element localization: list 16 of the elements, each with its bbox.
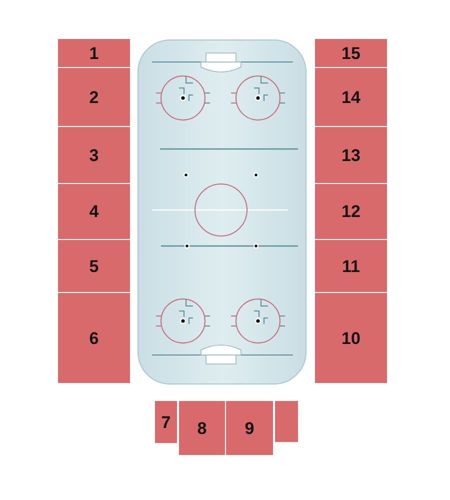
seating-section: 13 bbox=[315, 127, 387, 183]
seating-section: 3 bbox=[58, 127, 130, 183]
seating-section: 11 bbox=[315, 240, 387, 292]
seating-section: 10 bbox=[315, 293, 387, 383]
seating-section: 9 bbox=[226, 401, 273, 455]
seating-section: 4 bbox=[58, 184, 130, 239]
seating-section bbox=[275, 401, 298, 442]
seating-section: 5 bbox=[58, 240, 130, 292]
seating-section: 15 bbox=[315, 39, 387, 67]
seating-section: 2 bbox=[58, 68, 130, 126]
seating-section: 14 bbox=[315, 68, 387, 126]
seating-section: 6 bbox=[58, 293, 130, 383]
seating-section: 1 bbox=[58, 39, 130, 67]
seating-section: 8 bbox=[179, 401, 225, 455]
seating-section: 7 bbox=[155, 401, 177, 443]
seating-section: 12 bbox=[315, 184, 387, 239]
